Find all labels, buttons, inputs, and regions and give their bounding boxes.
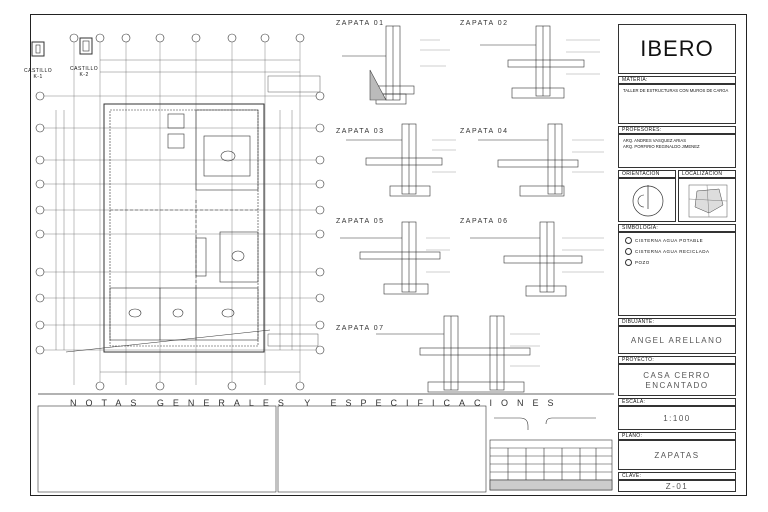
castillo-k2-label: CASTILLO K-2 [70,66,98,78]
profesor-2: ARQ. PORFIRIO REGINALDO JIMENEZ [623,143,700,149]
localizacion-label: LOCALIZACION [678,170,736,178]
proyecto-value: CASA CERRO ENCANTADO [618,364,736,396]
plano-label: PLANO: [618,432,736,440]
general-notes-title: NOTAS GENERALES Y ESPECIFICACIONES [70,398,563,408]
north-arrow-box [618,178,676,222]
orientacion-label: ORIENTACION [618,170,676,178]
footing-label-z02: ZAPATA 02 [460,20,509,27]
symbol-well-label: POZO [635,260,650,265]
proyecto-line-1: CASA CERRO [643,371,711,380]
proyecto-line-2: ENCANTADO [645,381,709,390]
proyecto-label: PROYECTO: [618,356,736,364]
profesores-box: ARQ. ANDRES VASQUEZ ARIAS ARQ. PORFIRIO … [618,134,736,168]
footing-label-z06: ZAPATA 06 [460,218,509,225]
profesores-label: PROFESORES: [618,126,736,134]
footing-label-z01: ZAPATA 01 [336,20,385,27]
profesor-1: ARQ. ANDRES VASQUEZ ARIAS [623,138,686,143]
footing-label-z03: ZAPATA 03 [336,128,385,135]
castillo-k1-label: CASTILLO K-1 [24,68,52,80]
materia-label: MATERIA: [618,76,736,84]
footing-label-z07: ZAPATA 07 [336,325,385,332]
symbol-well: POZO [625,259,735,266]
castillo-k1-code: K-1 [33,74,43,80]
clave-label: CLAVE: [618,472,736,480]
drawing-sheet-border [30,14,747,496]
symbol-potable-tank-label: CISTERNA AGUA POTABLE [635,238,704,243]
location-map-box [678,178,736,222]
castillo-k1-name: CASTILLO [24,68,53,74]
castillo-k2-name: CASTILLO [70,66,99,72]
escala-value: 1:100 [618,406,736,430]
title-block: IBERO MATERIA: TALLER DE ESTRUCTURAS CON… [618,20,742,492]
castillo-k2-code: K-2 [79,72,89,78]
symbol-potable-tank: CISTERNA AGUA POTABLE [625,237,735,244]
recycled-tank-icon [625,248,632,255]
simbologia-box: CISTERNA AGUA POTABLE CISTERNA AGUA RECI… [618,232,736,316]
symbol-recycled-tank: CISTERNA AGUA RECICLADA [625,248,735,255]
institution-logo: IBERO [618,24,736,74]
location-map-icon [688,184,728,218]
clave-value: Z-01 [618,480,736,492]
simbologia-label: SIMBOLOGIA: [618,224,736,232]
well-icon [625,259,632,266]
materia-value: TALLER DE ESTRUCTURAS CON MUROS DE CARGA [618,84,736,124]
potable-tank-icon [625,237,632,244]
footing-label-z05: ZAPATA 05 [336,218,385,225]
dibujante-value: ANGEL ARELLANO [618,326,736,354]
escala-label: ESCALA: [618,398,736,406]
footing-label-z04: ZAPATA 04 [460,128,509,135]
plano-value: ZAPATAS [618,440,736,470]
north-arrow-icon [632,185,664,217]
dibujante-label: DIBUJANTE: [618,318,736,326]
symbol-recycled-tank-label: CISTERNA AGUA RECICLADA [635,249,710,254]
